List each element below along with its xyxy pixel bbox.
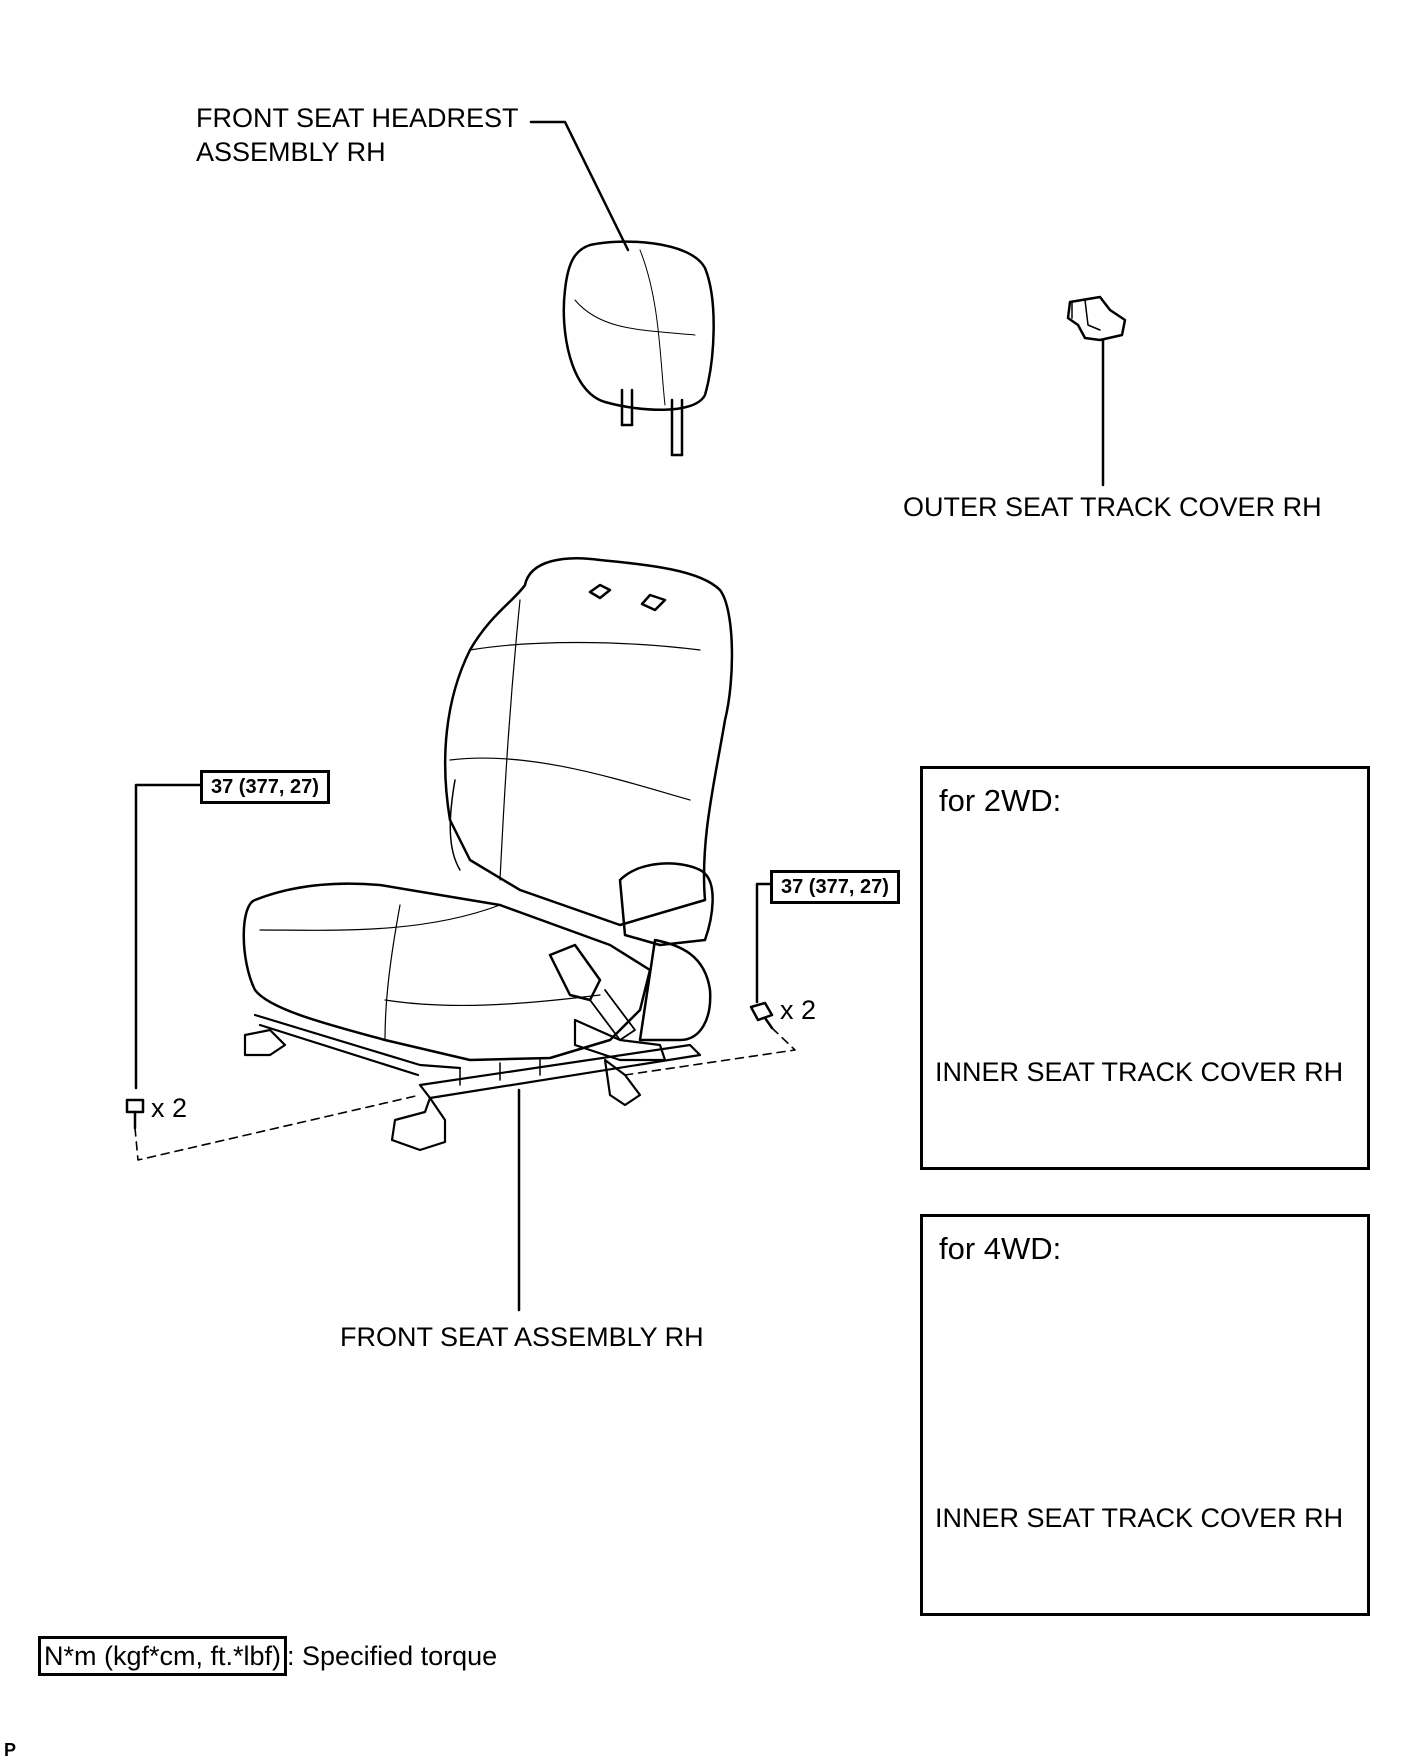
inner-cover-2wd-label: INNER SEAT TRACK COVER RH [935,1057,1344,1087]
torque-spec-right: 37 (377, 27) [770,870,900,904]
headrest-label-line1: FRONT SEAT HEADREST [196,103,519,133]
seat-cushion-drawing [242,882,652,1062]
recliner-drawing [618,862,714,1042]
legend-text: : Specified torque [287,1641,498,1671]
torque-legend: N*m (kgf*cm, ft.*lbf): Specified torque [38,1636,497,1676]
page-code: P [4,1740,17,1760]
headrest-label-line2: ASSEMBLY RH [196,137,386,167]
seat-rails-drawing [243,1013,702,1152]
seat-assembly-label: FRONT SEAT ASSEMBLY RH [340,1322,704,1352]
legend-unit-box: N*m (kgf*cm, ft.*lbf) [38,1636,288,1676]
left-bolt-drawing [125,1098,145,1130]
outer-cover-drawing [1066,295,1127,342]
quantity-left: x 2 [151,1093,188,1123]
seat-back-drawing [443,557,734,927]
panel-2wd-title: for 2WD: [939,783,1062,818]
right-bolt-drawing [749,1001,774,1030]
buckle-drawing [548,943,636,1041]
headrest-drawing [562,240,715,457]
panel-2wd: for 2WD: INNER SEAT TRACK COVER RH [920,766,1370,1170]
inner-cover-4wd-label: INNER SEAT TRACK COVER RH [935,1503,1344,1533]
panel-4wd-title: for 4WD: [939,1231,1062,1266]
quantity-right: x 2 [780,995,817,1025]
torque-spec-left: 37 (377, 27) [200,770,330,804]
outer-cover-label: OUTER SEAT TRACK COVER RH [903,492,1322,522]
panel-4wd: for 4WD: INNER SEAT TRACK COVER RH [920,1214,1370,1616]
